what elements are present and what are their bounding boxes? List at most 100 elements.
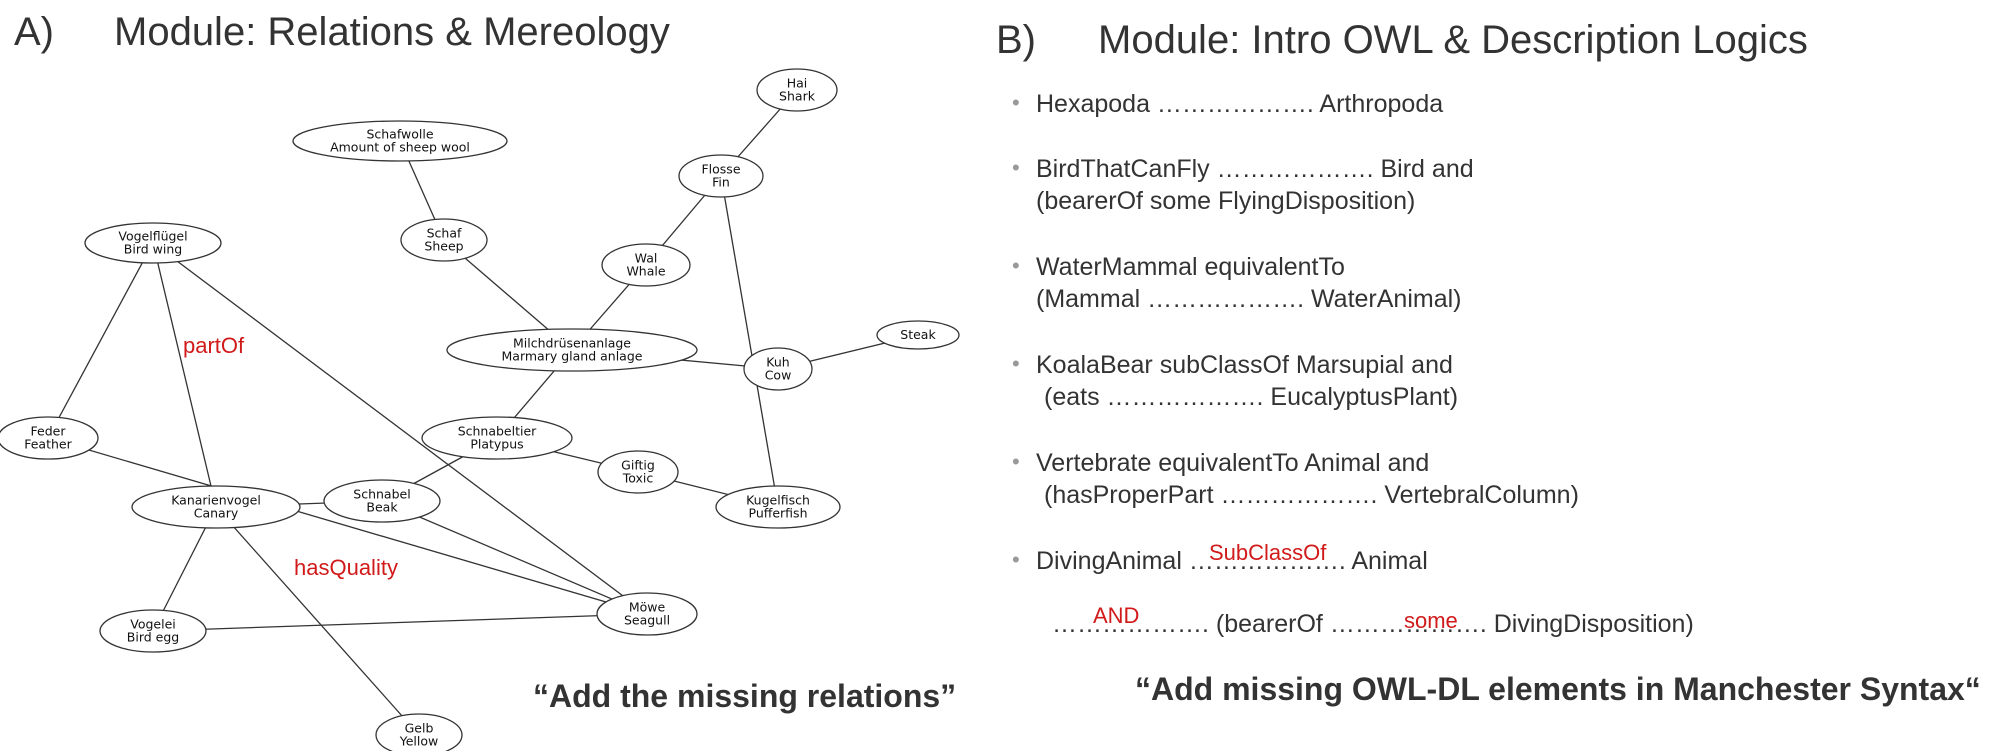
node-ellipse bbox=[400, 218, 488, 262]
node-ellipse bbox=[375, 713, 463, 751]
node-ellipse bbox=[84, 222, 222, 264]
node-ellipse bbox=[876, 320, 960, 350]
exercise-line: KoalaBear subClassOf Marsupial and bbox=[1036, 351, 1453, 379]
exercise-item: • KoalaBear subClassOf Marsupial and (ea… bbox=[1010, 349, 1870, 447]
node-ellipse bbox=[99, 609, 207, 653]
node-label: Schaf bbox=[427, 226, 462, 241]
graph-edge-feder-moewe bbox=[47, 437, 648, 615]
panel-a-heading: Module: Relations & Mereology bbox=[114, 10, 670, 54]
node-label: Whale bbox=[626, 264, 665, 279]
panel-a-caption: “Add the missing relations” bbox=[533, 678, 957, 714]
node-label: Cow bbox=[765, 368, 792, 383]
node-label: Kanarienvogel bbox=[171, 493, 261, 508]
node-label: Feather bbox=[24, 437, 72, 452]
node-label: Möwe bbox=[629, 600, 666, 615]
graph-edge-flosse-kugelfisch bbox=[720, 175, 779, 508]
node-ellipse bbox=[743, 347, 813, 391]
bullet-dot: • bbox=[1012, 155, 1020, 180]
node-label: Vogelflügel bbox=[118, 229, 187, 244]
node-ellipse bbox=[597, 450, 679, 494]
node-label: Milchdrüsenanlage bbox=[513, 336, 631, 351]
relation-label-partof: partOf bbox=[183, 333, 245, 358]
exercise-line: Vertebrate equivalentTo Animal and bbox=[1036, 449, 1430, 477]
exercise-item: • Vertebrate equivalentTo Animal and (ha… bbox=[1010, 447, 1870, 545]
exercise-line: (Mammal ………………. WaterAnimal) bbox=[1036, 285, 1462, 313]
node-ellipse bbox=[678, 154, 764, 198]
node-ellipse bbox=[446, 328, 698, 372]
exercise-line: DivingAnimal ………………. Animal bbox=[1036, 547, 1428, 575]
graph-edge-kanarienvogel-gelb bbox=[215, 506, 420, 736]
exercise-item: • BirdThatCanFly ………………. Bird and (beare… bbox=[1010, 153, 1870, 251]
bullet-dot: • bbox=[1012, 253, 1020, 278]
graph-edge-vogelfluegel-kanarienvogel bbox=[152, 242, 217, 508]
exercise-item: • Hexapoda ………………. Arthropoda bbox=[1010, 88, 1870, 153]
node-label: Beak bbox=[366, 500, 398, 515]
bullet-dot: • bbox=[1012, 90, 1020, 115]
exercise-item: • DivingAnimal ………………. Animal bbox=[1010, 545, 1870, 610]
exercise-line: (bearerOf some FlyingDisposition) bbox=[1036, 187, 1416, 215]
node-label: Toxic bbox=[622, 471, 654, 486]
node-ellipse bbox=[131, 485, 301, 529]
node-ellipse bbox=[292, 120, 508, 162]
node-label: Schnabeltier bbox=[458, 424, 537, 439]
node-label: Flosse bbox=[701, 162, 740, 177]
node-label: Yellow bbox=[399, 734, 438, 749]
node-label: Platypus bbox=[470, 437, 523, 452]
exercise-last-line: ………………. (bearerOf ………………. DivingDisposit… bbox=[1052, 610, 1694, 638]
node-label: Kuh bbox=[766, 355, 789, 370]
node-label: Schnabel bbox=[353, 487, 410, 502]
node-label: Shark bbox=[779, 89, 816, 104]
relation-label-hasquality: hasQuality bbox=[294, 555, 398, 580]
node-label: Canary bbox=[194, 506, 239, 521]
graph-edge-vogelei-moewe bbox=[152, 613, 648, 632]
exercise-line: (eats ………………. EucalyptusPlant) bbox=[1044, 383, 1459, 411]
exercise-line: WaterMammal equivalentTo bbox=[1036, 253, 1345, 281]
exercise-line: (hasProperPart ………………. VertebralColumn) bbox=[1044, 481, 1579, 509]
panel-a-letter: A) bbox=[14, 10, 54, 54]
node-label: Giftig bbox=[621, 458, 655, 473]
graph-edge-schnabel-moewe bbox=[381, 500, 648, 615]
answer-some: some bbox=[1404, 608, 1458, 633]
node-ellipse bbox=[596, 592, 698, 636]
node-label: Kugelfisch bbox=[746, 493, 810, 508]
panel-b-caption: “Add missing OWL-DL elements in Manchest… bbox=[1135, 671, 1981, 707]
node-label: Fin bbox=[712, 175, 730, 190]
answer-subclassof: SubClassOf bbox=[1209, 540, 1327, 565]
node-label: Bird egg bbox=[127, 630, 179, 645]
panel-b-heading: Module: Intro OWL & Description Logics bbox=[1098, 18, 1808, 62]
graph-node-steak: Steak bbox=[876, 320, 960, 350]
exercise-item: • WaterMammal equivalentTo (Mammal ……………… bbox=[1010, 251, 1870, 349]
node-label: Amount of sheep wool bbox=[330, 140, 470, 155]
node-ellipse bbox=[715, 485, 841, 529]
node-label: Wal bbox=[635, 251, 658, 266]
exercise-line: Hexapoda ………………. Arthropoda bbox=[1036, 90, 1444, 118]
node-ellipse bbox=[601, 243, 691, 287]
node-label: Seagull bbox=[624, 613, 670, 628]
node-label: Pufferfish bbox=[749, 506, 808, 521]
node-ellipse bbox=[323, 479, 441, 523]
node-label: Schafwolle bbox=[366, 127, 433, 142]
graph-edge-vogelfluegel-feder bbox=[47, 242, 154, 439]
panel-b-letter: B) bbox=[996, 18, 1036, 62]
bullet-dot: • bbox=[1012, 351, 1020, 376]
node-label: Sheep bbox=[424, 239, 463, 254]
node-label: Feder bbox=[31, 424, 67, 439]
